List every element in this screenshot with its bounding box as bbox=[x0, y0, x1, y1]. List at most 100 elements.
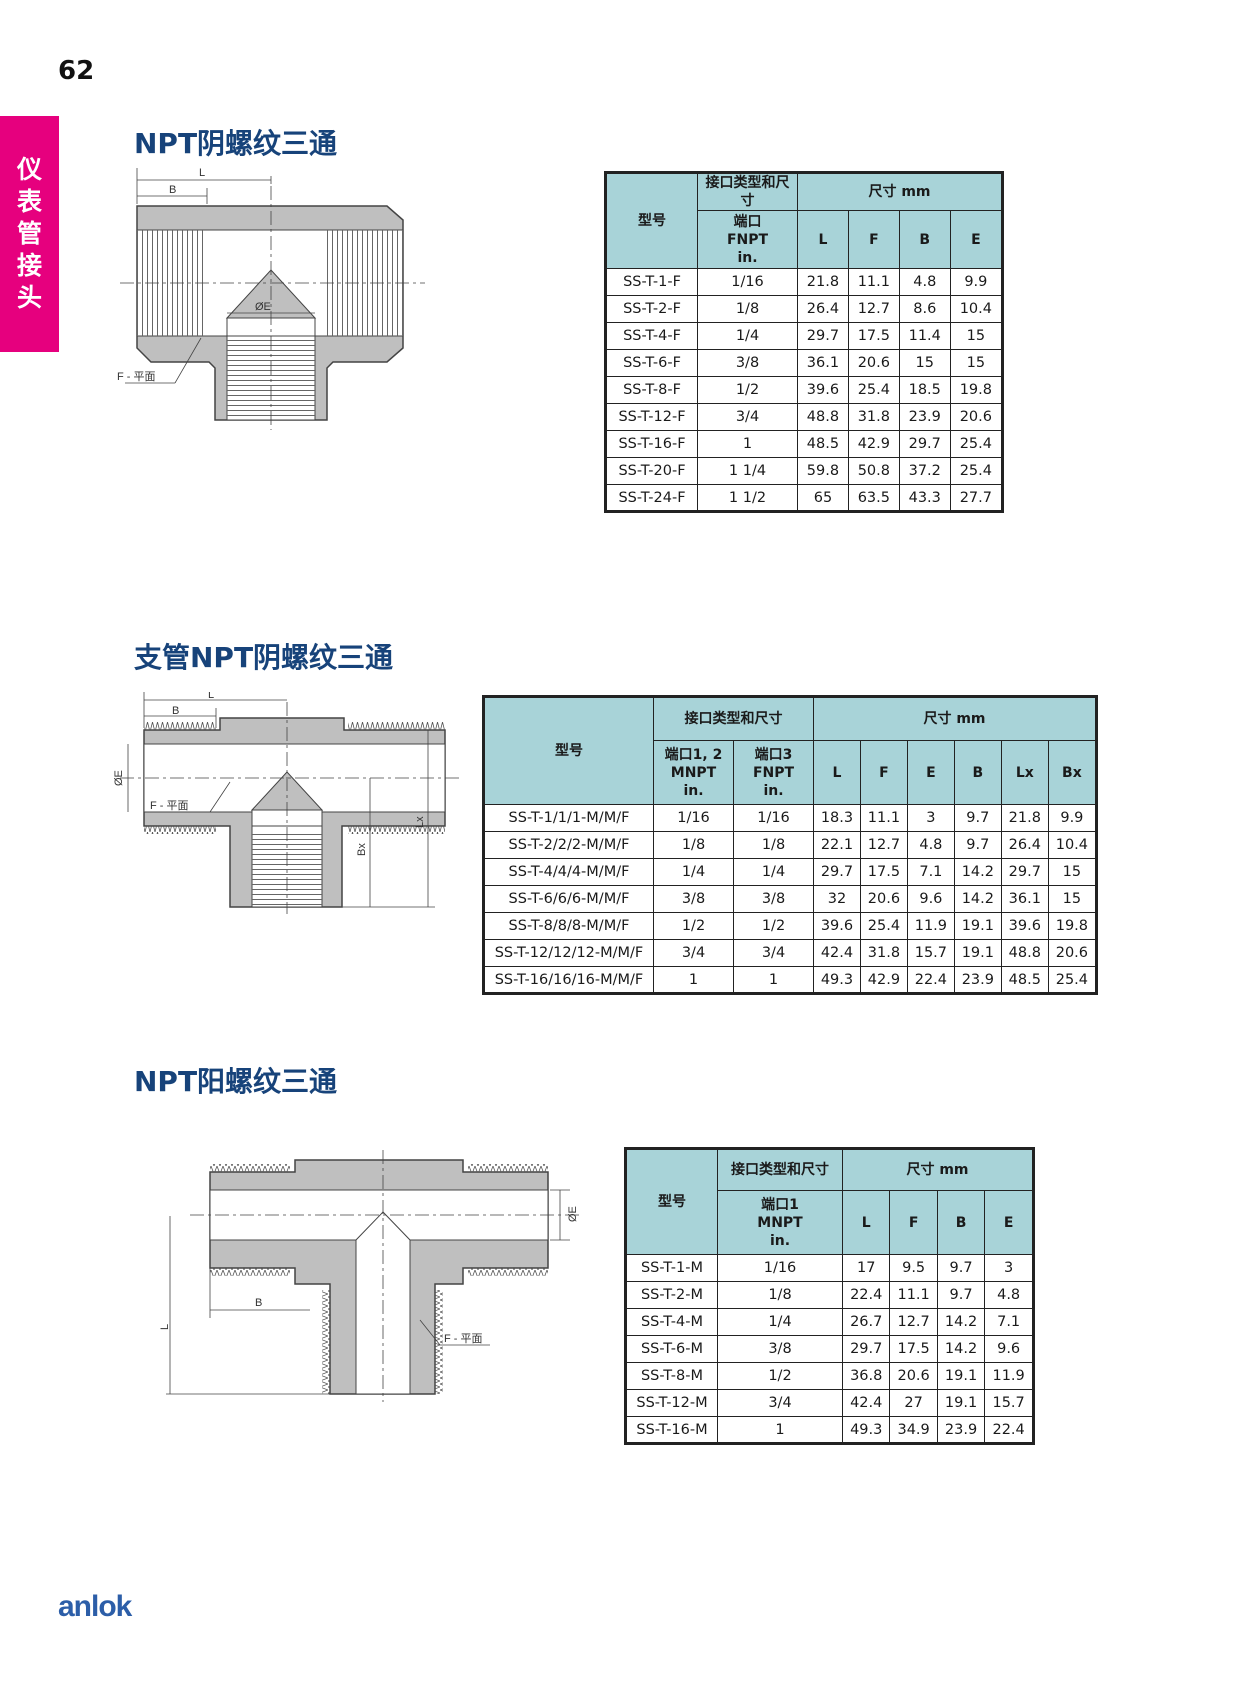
value-cell: 42.9 bbox=[859, 966, 908, 994]
value-cell: 20.6 bbox=[949, 403, 1004, 431]
value-cell: 9.7 bbox=[953, 804, 1002, 832]
value-cell: 10.4 bbox=[1047, 831, 1098, 859]
branch-female-tee-table: 型号 接口类型和尺寸 尺寸 mm 端口1, 2 MNPT in. 端口3 FNP… bbox=[482, 695, 1098, 995]
value-cell: 11.1 bbox=[859, 804, 908, 832]
value-cell: 11.1 bbox=[889, 1281, 938, 1309]
value-cell: 17.5 bbox=[859, 858, 908, 886]
value-cell: 29.7 bbox=[1000, 858, 1049, 886]
value-cell: 3 bbox=[906, 804, 955, 832]
value-cell: 1/4 bbox=[733, 858, 814, 886]
value-cell: 3/4 bbox=[733, 939, 814, 967]
value-cell: 23.9 bbox=[898, 403, 951, 431]
value-cell: 20.6 bbox=[1047, 939, 1098, 967]
value-cell: 65 bbox=[797, 484, 849, 512]
dim-label-E: ØE bbox=[567, 1206, 579, 1222]
model-cell: SS-T-6/6/6-M/M/F bbox=[483, 885, 654, 913]
value-cell: 19.1 bbox=[953, 912, 1002, 940]
model-cell: SS-T-8-F bbox=[605, 376, 698, 404]
value-cell: 15.7 bbox=[984, 1389, 1034, 1417]
model-cell: SS-T-12/12/12-M/M/F bbox=[483, 939, 654, 967]
value-cell: 17.5 bbox=[847, 322, 900, 350]
value-cell: 26.4 bbox=[797, 295, 849, 323]
model-header: 型号 bbox=[483, 696, 654, 805]
dim-label-L: L bbox=[199, 168, 205, 179]
value-cell: 39.6 bbox=[797, 376, 849, 404]
model-cell: SS-T-6-F bbox=[605, 349, 698, 377]
value-cell: 1 bbox=[717, 1416, 843, 1444]
dim-label-B: B bbox=[255, 1297, 262, 1309]
value-cell: 9.6 bbox=[906, 885, 955, 913]
dim-header: 尺寸 mm bbox=[797, 172, 1003, 211]
value-cell: 26.7 bbox=[841, 1308, 891, 1336]
value-cell: 15 bbox=[898, 349, 951, 377]
value-cell: 1/16 bbox=[733, 804, 814, 832]
value-cell: 1/2 bbox=[653, 912, 734, 940]
value-cell: 15 bbox=[949, 349, 1004, 377]
dim-label-B: B bbox=[172, 705, 179, 717]
value-cell: 22.1 bbox=[813, 831, 861, 859]
conn-header: 接口类型和尺寸 bbox=[717, 1148, 843, 1191]
value-cell: 1/2 bbox=[717, 1362, 843, 1390]
value-cell: 3 bbox=[984, 1254, 1034, 1282]
value-cell: 15 bbox=[949, 322, 1004, 350]
value-cell: 19.8 bbox=[949, 376, 1004, 404]
model-cell: SS-T-12-M bbox=[625, 1389, 718, 1417]
value-cell: 27.7 bbox=[949, 484, 1004, 512]
dim-label-E: ØE bbox=[255, 301, 271, 313]
value-cell: 19.1 bbox=[953, 939, 1002, 967]
model-cell: SS-T-8/8/8-M/M/F bbox=[483, 912, 654, 940]
value-cell: 9.7 bbox=[936, 1254, 986, 1282]
side-tab-char: 接 bbox=[16, 251, 42, 280]
value-cell: 9.5 bbox=[889, 1254, 938, 1282]
value-cell: 25.4 bbox=[1047, 966, 1098, 994]
dim-col: L bbox=[841, 1190, 891, 1255]
value-cell: 1/16 bbox=[653, 804, 734, 832]
conn-col: 端口1 MNPT in. bbox=[717, 1190, 843, 1255]
value-cell: 48.8 bbox=[1000, 939, 1049, 967]
dim-col: F bbox=[847, 210, 900, 269]
value-cell: 49.3 bbox=[841, 1416, 891, 1444]
value-cell: 50.8 bbox=[847, 457, 900, 485]
value-cell: 1/8 bbox=[717, 1281, 843, 1309]
value-cell: 3/4 bbox=[653, 939, 734, 967]
value-cell: 42.4 bbox=[841, 1389, 891, 1417]
dim-label-E: ØE bbox=[113, 770, 125, 786]
conn-header: 接口类型和尺寸 bbox=[697, 172, 798, 211]
value-cell: 20.6 bbox=[859, 885, 908, 913]
dim-label-F: F - 平面 bbox=[444, 1333, 483, 1345]
value-cell: 1/2 bbox=[733, 912, 814, 940]
value-cell: 21.8 bbox=[797, 268, 849, 296]
value-cell: 9.6 bbox=[984, 1335, 1034, 1363]
side-tab-char: 头 bbox=[16, 283, 42, 312]
value-cell: 4.8 bbox=[898, 268, 951, 296]
value-cell: 21.8 bbox=[1000, 804, 1049, 832]
value-cell: 3/4 bbox=[717, 1389, 843, 1417]
dim-label-L: L bbox=[208, 692, 214, 701]
value-cell: 9.9 bbox=[949, 268, 1004, 296]
branch-female-tee-drawing: L B ØE F - 平面 Bx Lx bbox=[113, 692, 460, 914]
side-tab-char: 表 bbox=[16, 187, 42, 216]
model-cell: SS-T-12-F bbox=[605, 403, 698, 431]
value-cell: 15 bbox=[1047, 858, 1098, 886]
value-cell: 4.8 bbox=[906, 831, 955, 859]
value-cell: 15 bbox=[1047, 885, 1098, 913]
value-cell: 11.1 bbox=[847, 268, 900, 296]
value-cell: 22.4 bbox=[984, 1416, 1034, 1444]
value-cell: 4.8 bbox=[984, 1281, 1034, 1309]
value-cell: 63.5 bbox=[847, 484, 900, 512]
value-cell: 3/8 bbox=[653, 885, 734, 913]
dim-label-B: B bbox=[169, 184, 176, 196]
value-cell: 7.1 bbox=[906, 858, 955, 886]
model-header: 型号 bbox=[625, 1148, 718, 1255]
value-cell: 36.1 bbox=[1000, 885, 1049, 913]
value-cell: 42.9 bbox=[847, 430, 900, 458]
